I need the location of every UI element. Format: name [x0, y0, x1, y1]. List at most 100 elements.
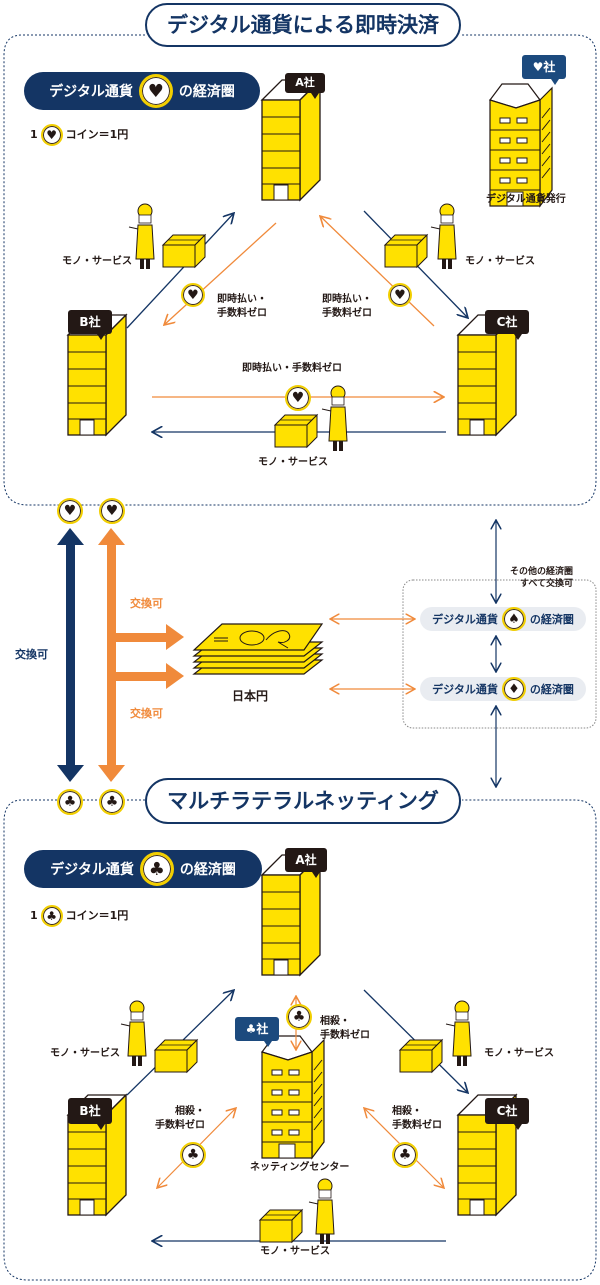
goods-box-left-bottom	[154, 1039, 198, 1073]
club-icon: ♣	[105, 794, 119, 810]
goods-label-right-top: モノ・サービス	[465, 256, 535, 267]
goods-box-bottom-top	[274, 414, 318, 448]
ecosystem-prefix: デジタル通貨	[432, 683, 498, 696]
issuer-tag: ♥社	[522, 55, 566, 85]
netting-label-line: 手数料ゼロ	[320, 1029, 370, 1041]
club-icon: ♣	[148, 858, 165, 880]
ecosystem-prefix: デジタル通貨	[50, 862, 134, 878]
payment-label-left: 即時払い・ 手数料ゼロ	[217, 293, 267, 320]
netting-label-line: 相殺・	[175, 1106, 205, 1117]
goods-box-right-top	[384, 234, 428, 268]
staff-figure-right-top	[430, 203, 457, 270]
company-c-tag-bottom: C社	[485, 1098, 529, 1130]
club-icon: ♣	[292, 1009, 306, 1025]
rate-text: コイン＝1円	[65, 127, 129, 141]
issuer-caption: デジタル通貨発行	[486, 194, 566, 205]
yen-bills-illustration	[193, 623, 323, 675]
club-ecosystem-pill: デジタル通貨 ♣ の経済圏	[24, 850, 262, 888]
spade-coin-icon: ♠	[501, 607, 526, 631]
goods-label-left-top: モノ・サービス	[62, 256, 132, 267]
netting-label-line: 手数料ゼロ	[155, 1119, 205, 1131]
staff-figure-bottom-top	[321, 385, 348, 452]
netting-center-caption: ネッティングセンター	[250, 1162, 350, 1173]
heart-coin-right-icon: ♥	[388, 283, 412, 307]
company-a-tag-top: A社	[285, 73, 325, 99]
heart-coin-navy-end-icon: ♥	[57, 498, 83, 524]
goods-label-left-bottom: モノ・サービス	[50, 1048, 120, 1059]
other-ecosystems-frame	[402, 579, 597, 729]
other-title-line: すべて交換可	[520, 579, 574, 590]
staff-figure-right-bottom	[445, 1000, 472, 1067]
ecosystem-suffix: の経済圏	[529, 613, 574, 626]
club-coin-icon: ♣	[40, 905, 63, 927]
spade-ecosystem-pill: デジタル通貨 ♠ の経済圏	[420, 607, 586, 631]
netting-label-line: 手数料ゼロ	[392, 1119, 442, 1131]
club-coin-right-icon: ♣	[392, 1142, 418, 1168]
heart-icon: ♥	[46, 127, 58, 142]
section-title-multilateral-netting: マルチラテラルネッティング	[145, 778, 461, 824]
payment-label-line: 即時払い・	[322, 294, 372, 305]
payment-label-line: 手数料ゼロ	[217, 307, 267, 319]
payment-label-line: 即時払い・	[217, 294, 267, 305]
club-coin-navy-end-icon: ♣	[57, 789, 83, 815]
yen-caption: 日本円	[232, 689, 269, 703]
club-icon: ♣	[46, 908, 58, 923]
netting-label-line: 相殺・	[320, 1016, 350, 1027]
heart-coin-bottom-icon: ♥	[285, 385, 311, 411]
netting-label-line: 相殺・	[392, 1106, 422, 1117]
goods-box-left-top	[162, 234, 206, 268]
goods-label-right-bottom: モノ・サービス	[484, 1048, 554, 1059]
company-b-tag-bottom: B社	[68, 1098, 112, 1130]
ecosystem-suffix: の経済圏	[178, 84, 235, 100]
diamond-ecosystem-pill: デジタル通貨 ♦ の経済圏	[420, 677, 586, 701]
goods-label-bottom-top: モノ・サービス	[258, 457, 328, 468]
rate-amount: 1	[30, 908, 38, 922]
netting-label-top: 相殺・ 手数料ゼロ	[320, 1015, 370, 1042]
staff-figure-left-bottom	[120, 1000, 147, 1067]
ecosystem-suffix: の経済圏	[179, 862, 236, 878]
netting-label-left: 相殺・ 手数料ゼロ	[150, 1105, 205, 1132]
staff-figure-bottom-bottom	[308, 1178, 335, 1245]
ecosystem-prefix: デジタル通貨	[432, 613, 498, 626]
spade-icon: ♠	[508, 611, 520, 627]
exchange-label-orange-bottom: 交換可	[130, 707, 163, 720]
bottom-section-frame	[3, 799, 597, 1281]
ecosystem-prefix: デジタル通貨	[49, 84, 133, 100]
club-icon: ♣	[186, 1147, 200, 1163]
club-rate-label: 1 ♣ コイン＝1円	[30, 905, 128, 927]
rate-text: コイン＝1円	[65, 908, 129, 922]
heart-coin-icon: ♥	[40, 124, 63, 146]
netting-center-tag: ♣社	[235, 1017, 279, 1047]
heart-rate-label: 1 ♥ コイン＝1円	[30, 124, 128, 146]
exchange-orange-arrow	[98, 528, 184, 782]
netting-label-right: 相殺・ 手数料ゼロ	[392, 1105, 442, 1132]
goods-label-bottom-bottom: モノ・サービス	[260, 1246, 330, 1257]
payment-label-line: 手数料ゼロ	[322, 307, 372, 319]
company-b-tag-top: B社	[68, 310, 112, 340]
other-title-line: その他の経済圏	[510, 567, 574, 577]
top-section-frame	[3, 34, 597, 506]
heart-coin-orange-end-icon: ♥	[99, 498, 125, 524]
club-coin-left-icon: ♣	[180, 1142, 206, 1168]
heart-icon: ♥	[394, 287, 406, 303]
heart-icon: ♥	[63, 503, 77, 519]
heart-icon: ♥	[105, 503, 119, 519]
payment-label-bottom: 即時払い・手数料ゼロ	[242, 363, 342, 374]
diamond-icon: ♦	[508, 681, 520, 697]
heart-coin-left-icon: ♥	[181, 283, 205, 307]
heart-icon: ♥	[187, 287, 199, 303]
goods-box-bottom-bottom	[259, 1209, 303, 1243]
company-a-tag-bottom: A社	[285, 848, 327, 878]
club-icon: ♣	[63, 794, 77, 810]
goods-box-right-bottom	[399, 1039, 443, 1073]
heart-coin-icon: ♥	[138, 74, 173, 108]
rate-amount: 1	[30, 127, 38, 141]
heart-icon: ♥	[291, 390, 305, 406]
heart-ecosystem-pill: デジタル通貨 ♥ の経済圏	[24, 72, 260, 110]
exchange-label-orange-top: 交換可	[130, 597, 163, 610]
payment-label-right: 即時払い・ 手数料ゼロ	[322, 293, 372, 320]
other-ecosystems-title: その他の経済圏 すべて交換可	[510, 566, 573, 590]
club-icon: ♣	[398, 1147, 412, 1163]
ecosystem-suffix: の経済圏	[529, 683, 574, 696]
